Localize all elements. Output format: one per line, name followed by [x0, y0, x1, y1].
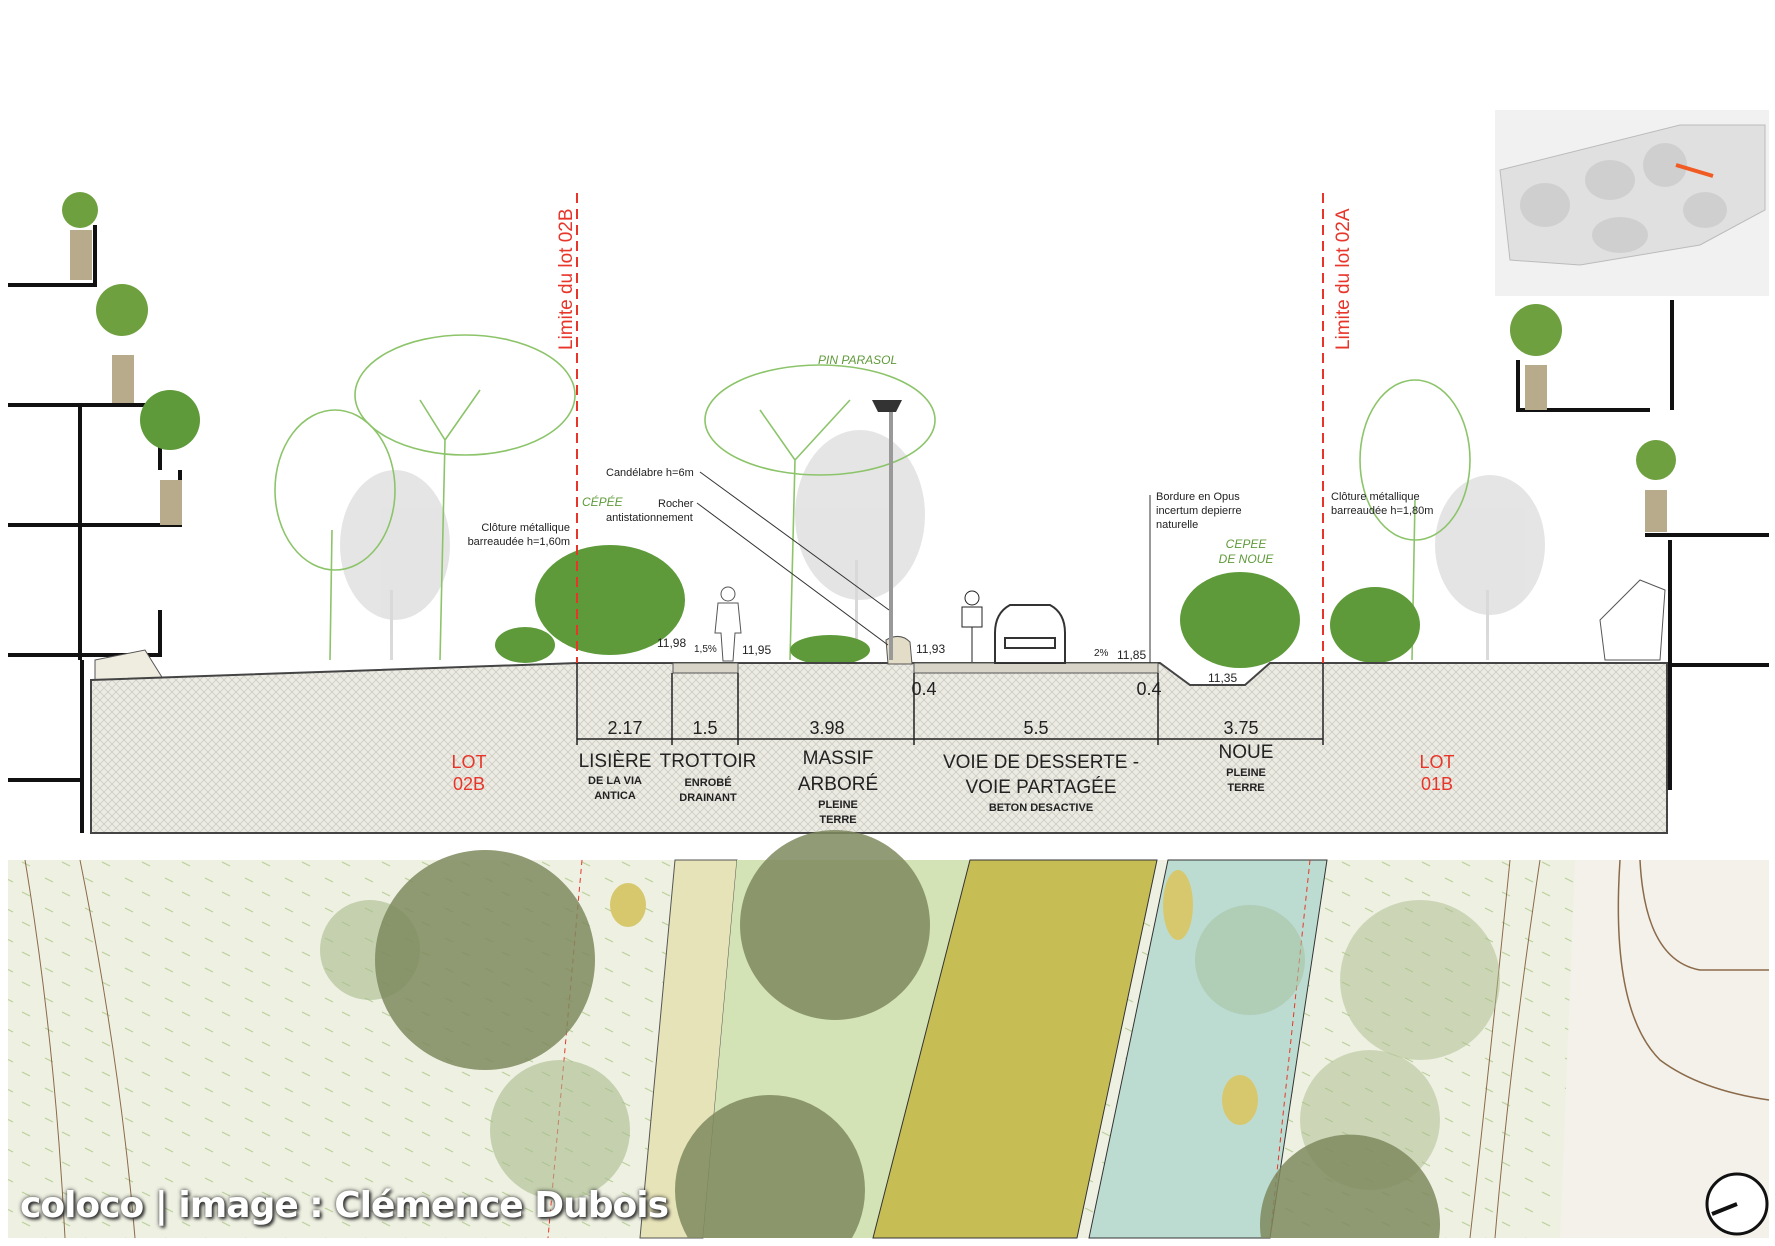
elevation-label: 11,35 — [1208, 671, 1237, 685]
zone-title: VOIE DE DESSERTE - — [943, 752, 1139, 773]
zone-massif-arbore: MASSIF ARBORÉ PLEINE TERRE — [798, 748, 878, 826]
zone-subtitle: ENROBÉ — [684, 776, 731, 789]
zone-subtitle: BETON DESACTIVE — [989, 802, 1093, 814]
lot-02b-label: LOT 02B — [451, 752, 486, 794]
limit-label-02a: Limite du lot 02A — [1333, 208, 1354, 350]
zone-lisiere: LISIÈRE DE LA VIA ANTICA — [579, 751, 652, 802]
road-plan — [872, 859, 1158, 1239]
lot-label: 02B — [453, 774, 485, 794]
cyclist — [961, 590, 983, 662]
bordure-label-2: incertum depierre — [1156, 505, 1242, 517]
slope-label: 1,5% — [694, 644, 717, 655]
lot-label: 01B — [1421, 774, 1453, 794]
dimension-value: 5.5 — [1023, 718, 1048, 738]
dimension-value: 2.17 — [607, 718, 642, 738]
candelabre-leader — [699, 471, 890, 611]
sidewalk-layer — [672, 662, 739, 674]
curb-width-label: 0.4 — [1136, 679, 1161, 699]
street-lamp — [872, 400, 902, 660]
zone-title: LISIÈRE — [579, 751, 652, 772]
lot-label: LOT — [451, 752, 486, 772]
pedestrian — [714, 586, 742, 662]
dimension-value: 3.98 — [809, 718, 844, 738]
key-map — [1495, 110, 1769, 296]
slope-label: 2% — [1094, 648, 1109, 659]
shrubs — [495, 545, 1420, 668]
right-building — [1510, 300, 1769, 790]
trees-plan — [320, 830, 1500, 1238]
rocher-leader — [696, 502, 889, 646]
rocher-label-1: Rocher — [658, 498, 694, 510]
limit-label-02b: Limite du lot 02B — [556, 208, 577, 350]
zone-noue: NOUE PLEINE TERRE — [1219, 742, 1274, 794]
zone-title: NOUE — [1219, 742, 1274, 763]
zone-voie-de-desserte: VOIE DE DESSERTE - VOIE PARTAGÉE BETON D… — [943, 752, 1139, 814]
zone-subtitle: TERRE — [819, 814, 856, 826]
dimension-value: 3.75 — [1223, 718, 1258, 738]
rocher-label-2: antistationnement — [606, 512, 693, 524]
lot-label: LOT — [1419, 752, 1454, 772]
cepee-noue-label-2: DE NOUE — [1219, 552, 1275, 566]
elevation-label: 11,85 — [1117, 648, 1146, 662]
car — [994, 604, 1066, 664]
pin-parasol-label: PIN PARASOL — [818, 353, 897, 367]
cepee-label: CÉPÉE — [582, 494, 624, 509]
cloture-left-label-1: Clôture métallique — [481, 522, 570, 534]
zone-trottoir: TROTTOIR ENROBÉ DRAINANT — [660, 751, 757, 804]
bordure-label-1: Bordure en Opus — [1156, 491, 1240, 503]
zone-subtitle: DE LA VIA — [588, 775, 642, 787]
cloture-left-label-2: barreaudée h=1,60m — [468, 536, 570, 548]
zone-title: VOIE PARTAGÉE — [966, 777, 1117, 798]
road-layer — [913, 662, 1159, 674]
dimension-value: 1.5 — [692, 718, 717, 738]
zone-subtitle: TERRE — [1227, 782, 1264, 794]
cloture-right-label-1: Clôture métallique — [1331, 491, 1420, 503]
north-arrow-icon — [1705, 1172, 1769, 1236]
zone-subtitle: DRAINANT — [679, 792, 737, 804]
zone-subtitle: PLEINE — [818, 799, 858, 811]
ground-section — [90, 662, 1668, 834]
candelabre-label: Candélabre h=6m — [606, 467, 694, 479]
zone-subtitle: ANTICA — [594, 790, 636, 802]
elevation-label: 11,93 — [916, 642, 945, 656]
zone-subtitle: PLEINE — [1226, 767, 1266, 779]
zone-title: TROTTOIR — [660, 751, 757, 772]
elevation-label: 11,98 — [657, 636, 686, 650]
elevation-label: 11,95 — [742, 643, 771, 657]
dimension-line — [576, 663, 1324, 745]
curb-width-label: 0.4 — [911, 679, 936, 699]
bordure-label-3: naturelle — [1156, 519, 1198, 531]
cloture-right-label-2: barreaudée h=1,80m — [1331, 505, 1433, 517]
plan-view — [8, 830, 1770, 1239]
image-credit: coloco | image : Clémence Dubois — [20, 1185, 669, 1226]
cepee-noue-label-1: CEPEE — [1226, 537, 1268, 551]
zone-title: ARBORÉ — [798, 774, 878, 795]
section: Limite du lot 02B Limite du lot 02A PIN … — [8, 192, 1769, 834]
section-marker — [1675, 163, 1714, 178]
lot-01b-label: LOT 01B — [1419, 752, 1454, 794]
zone-title: MASSIF — [803, 748, 874, 769]
